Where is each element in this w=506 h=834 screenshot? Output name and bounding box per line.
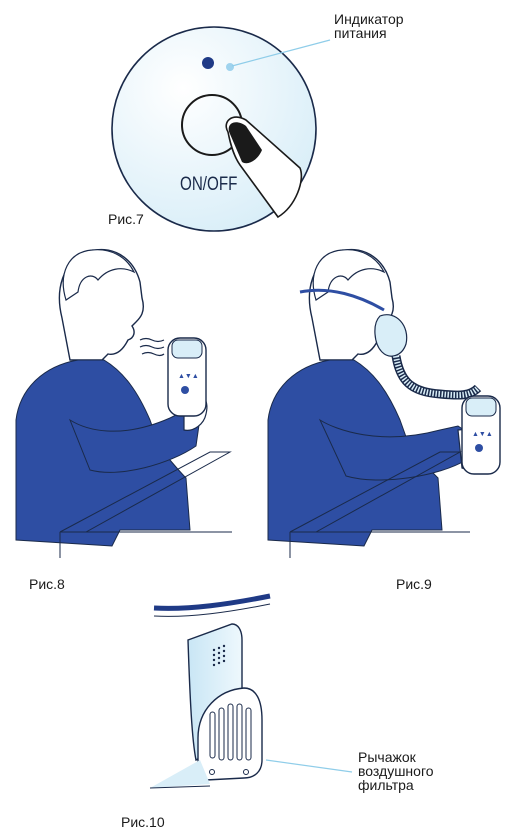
callout-line: фильтра: [358, 778, 434, 792]
shirt-arm: [320, 420, 470, 480]
callout-line: воздушного: [358, 764, 434, 778]
table-edge: [290, 452, 460, 532]
vent-holes: [213, 645, 225, 666]
head-outline: [309, 250, 393, 360]
base-shadow: [150, 760, 210, 788]
inhaler-tube: [396, 356, 478, 395]
filter-leader-line: [266, 760, 352, 772]
hair-outline: [313, 250, 384, 300]
nebulizer-device: [168, 338, 206, 416]
filter-slots: [210, 704, 251, 760]
callout-line: питания: [334, 26, 404, 40]
figure-caption-9: Рис.9: [396, 576, 432, 592]
air-filter-lever: [198, 688, 262, 780]
shirt-torso: [268, 360, 442, 546]
callout-line: Индикатор: [334, 12, 404, 26]
figure-caption-7: Рис.7: [108, 211, 144, 227]
device-logo-mark: ▲▼▲: [472, 431, 493, 438]
device-top-edge: [154, 604, 270, 616]
air-filter-callout: Рычажок воздушного фильтра: [358, 750, 434, 792]
face-mask: [375, 315, 407, 356]
power-indicator-dot: [202, 57, 214, 69]
on-off-label: ON/OFF: [180, 174, 237, 196]
breath-line: [140, 339, 164, 342]
shirt-arm: [70, 410, 200, 472]
callout-line: Рычажок: [358, 750, 434, 764]
indicator-glow: [226, 63, 234, 71]
device-side-panel: [188, 624, 242, 760]
power-indicator-callout: Индикатор питания: [334, 12, 404, 40]
power-button-illustration: [0, 0, 506, 240]
shirt-torso: [16, 360, 190, 546]
inhaler-tube-outline: [396, 356, 478, 395]
device-top-band: [154, 596, 270, 608]
breath-line: [140, 346, 164, 349]
head-outline: [59, 250, 143, 360]
device-logo-mark: ▲▼▲: [178, 373, 199, 380]
nebulizer-cup: [172, 340, 202, 358]
device-button: [475, 444, 483, 452]
nebulizer-cup: [466, 398, 496, 416]
hair-outline: [63, 250, 134, 300]
base-line: [150, 786, 210, 788]
screw-hole: [210, 770, 215, 775]
breath-line: [142, 353, 164, 356]
figure-caption-8: Рис.8: [29, 576, 65, 592]
device-button: [181, 386, 189, 394]
screw-hole: [244, 770, 249, 775]
hand-outline: [458, 430, 489, 469]
table-edge: [60, 452, 230, 532]
nebulizer-device: [462, 396, 500, 474]
mask-strap: [300, 290, 384, 310]
hand-outline: [184, 392, 207, 431]
figure-caption-10: Рис.10: [121, 814, 165, 830]
